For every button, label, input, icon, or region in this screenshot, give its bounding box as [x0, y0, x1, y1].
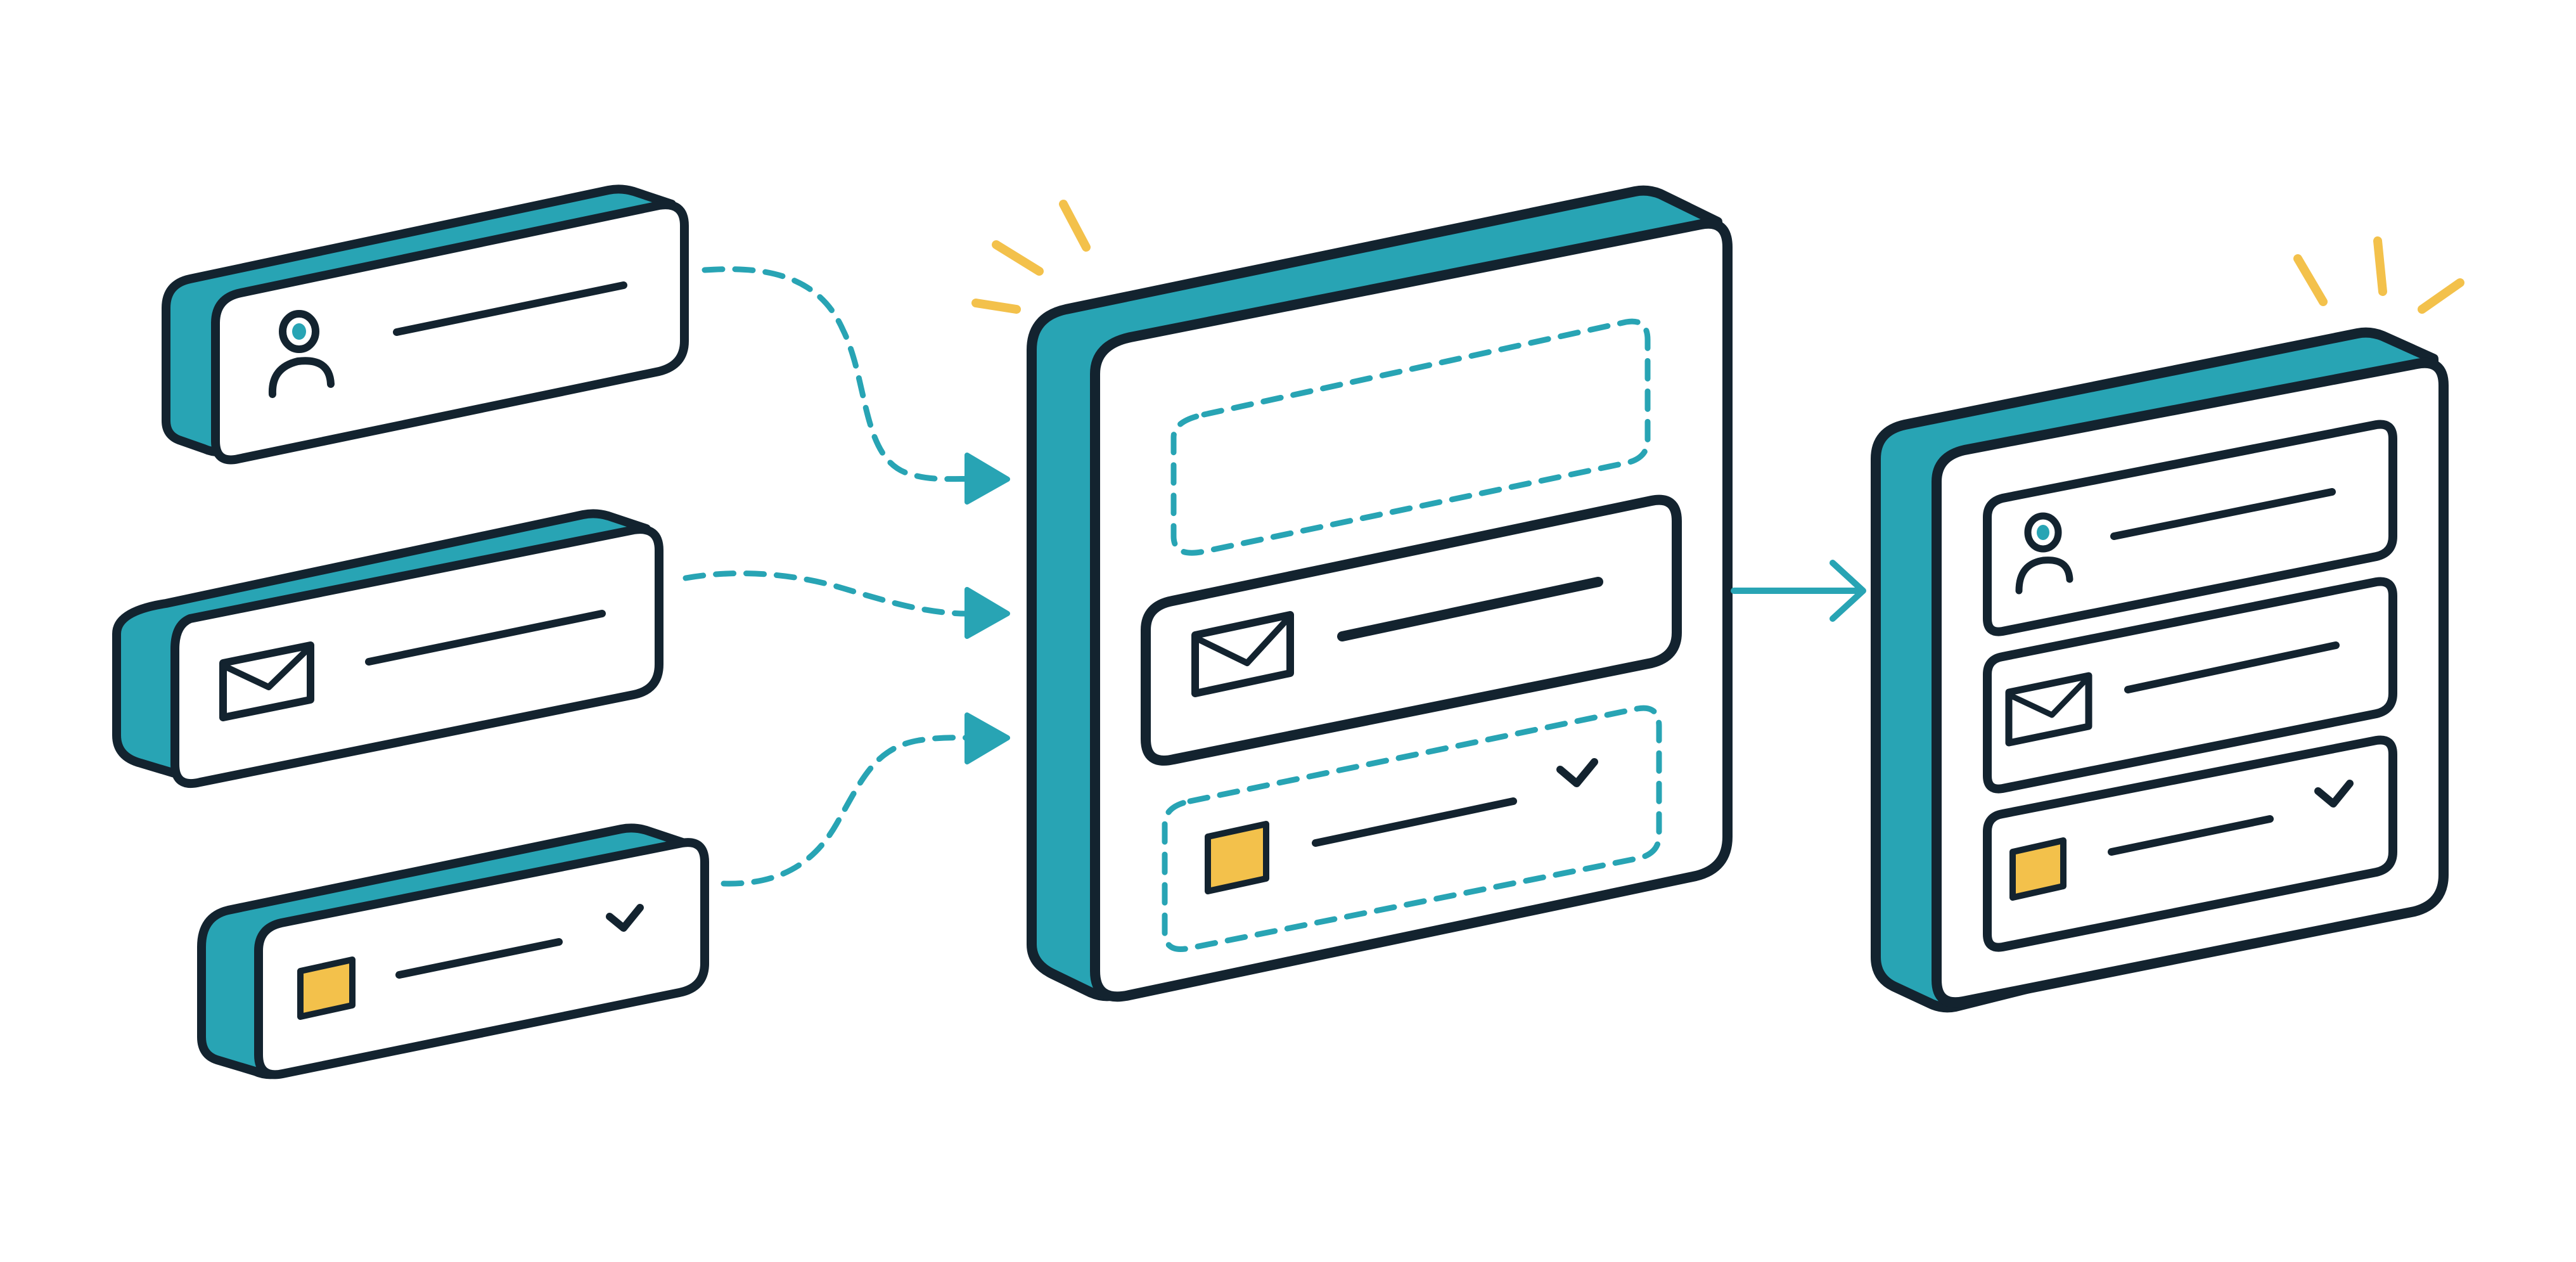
user-icon	[268, 310, 335, 398]
check-mark-icon	[1556, 758, 1598, 787]
text-line	[365, 610, 606, 666]
source-card-envelope	[112, 509, 663, 789]
source-card-user	[162, 184, 689, 465]
text-line	[2108, 815, 2274, 856]
pending-slot-checkbox	[1162, 705, 1662, 952]
checkbox-icon	[2009, 837, 2067, 901]
empty-slot-outline	[1170, 318, 1651, 556]
text-line	[1337, 577, 1603, 641]
text-line	[395, 938, 563, 979]
result-row-user	[1983, 420, 2397, 636]
connector-user	[702, 266, 1010, 505]
text-line	[2110, 488, 2336, 540]
arrowhead-icon	[964, 587, 1010, 639]
result-row-checkbox	[1983, 735, 2397, 952]
check-mark-icon	[2314, 780, 2354, 808]
check-mark-icon	[606, 904, 644, 932]
arrowhead-icon	[1829, 560, 1866, 622]
arrowhead-icon	[964, 453, 1010, 505]
checkbox-icon	[1205, 821, 1269, 894]
arrowhead-icon	[964, 712, 1010, 764]
envelope-icon	[2005, 672, 2092, 747]
result-row-envelope	[1983, 577, 2397, 794]
text-line	[393, 281, 627, 336]
connector-checkbox	[721, 712, 1010, 887]
checkbox-icon	[297, 956, 356, 1020]
source-card-checkbox	[197, 823, 709, 1079]
connector-envelope	[682, 570, 1010, 639]
filled-slot-envelope	[1141, 494, 1682, 766]
text-line	[1312, 797, 1517, 847]
text-line	[2124, 641, 2340, 693]
envelope-icon	[219, 641, 314, 721]
output-arrow	[1731, 560, 1866, 622]
assembling-panel	[1027, 185, 1733, 1002]
spark-icon	[971, 200, 1091, 314]
spark-icon	[2293, 236, 2464, 314]
result-panel	[1871, 327, 2449, 1013]
user-icon	[2015, 512, 2073, 595]
envelope-icon	[1191, 611, 1294, 697]
